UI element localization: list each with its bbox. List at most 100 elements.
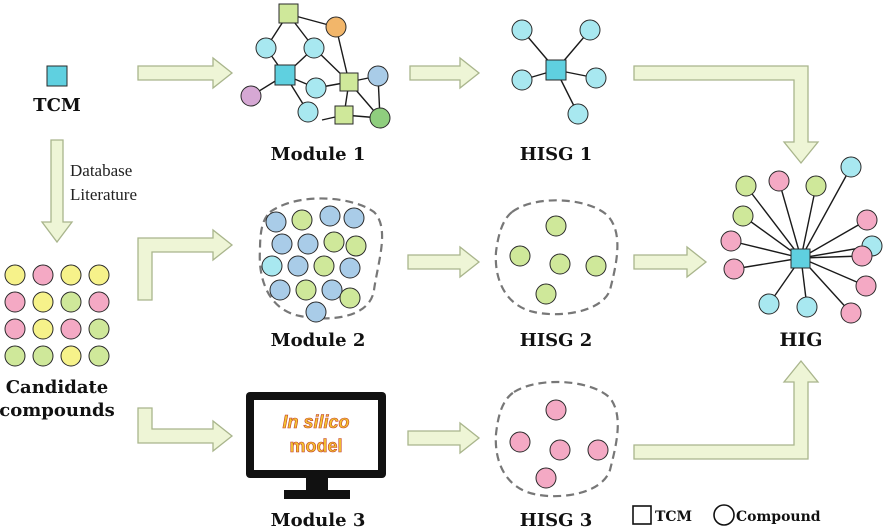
hig-compound-node: [723, 258, 745, 280]
arrow-hisg2-to-hig: [633, 245, 708, 279]
module2-compound-node: [323, 231, 345, 253]
hisg2-compound-node: [585, 255, 607, 277]
hisg1-compound-node: [511, 19, 533, 41]
hisg3-compound-node: [535, 467, 557, 489]
hig-edge: [733, 257, 802, 270]
candidate-compounds-grid: [4, 264, 110, 367]
hig-compound-node: [840, 156, 862, 178]
hisg3-compound-node: [545, 399, 567, 421]
arrow-hisg1-to-hig: [633, 65, 820, 165]
candidate-compound-node: [4, 318, 26, 340]
module1-tcm-node: [274, 64, 296, 86]
arrow-module1-to-hisg1: [409, 56, 481, 90]
hisg1-tcm-node: [545, 59, 567, 81]
hig-compound-node: [732, 205, 754, 227]
hisg2-compound-node: [549, 253, 571, 275]
hig-compound-node: [768, 170, 790, 192]
module1-compound-node: [255, 37, 277, 59]
module1-tcm-node: [339, 72, 359, 92]
hisg2-compound-node: [545, 215, 567, 237]
module2-compound-node: [343, 207, 365, 229]
legend-square-icon: [632, 505, 652, 525]
hig-edge: [800, 219, 868, 259]
candidate-compound-node: [60, 318, 82, 340]
arrows: [40, 56, 820, 460]
module1-compound-node: [303, 37, 325, 59]
hig-label: HIG: [779, 329, 822, 351]
module2-compound-node: [269, 279, 291, 301]
hig-compound-node: [805, 175, 827, 197]
module2-compound-node: [313, 255, 335, 277]
module1-label: Module 1: [271, 144, 366, 165]
hisg1-compound-node: [585, 67, 607, 89]
module1-network: [240, 3, 391, 129]
candidate-compound-node: [88, 264, 110, 286]
candidate-compound-node: [32, 345, 54, 367]
module2-compound-node: [291, 209, 313, 231]
hisg3-compound-node: [549, 439, 571, 461]
legend: TCM Compound: [632, 504, 821, 526]
module2-compound-node: [345, 235, 367, 257]
literature-label: Literature: [70, 185, 137, 204]
hig-compound-node: [720, 230, 742, 252]
hig-nodes: [720, 156, 883, 324]
hisg1-network: [511, 19, 607, 125]
hisg3-compound-node: [587, 439, 609, 461]
candidate-compound-node: [88, 318, 110, 340]
module2-compound-node: [339, 287, 361, 309]
module1-compound-node: [240, 85, 262, 107]
hig-compound-node: [855, 275, 877, 297]
hig-edge: [800, 185, 817, 259]
candidate-compound-node: [60, 291, 82, 313]
module1-edges: [250, 13, 381, 121]
hig-compound-node: [758, 293, 780, 315]
module2-compound-node: [339, 257, 361, 279]
hisg3-label: HISG 3: [520, 510, 593, 531]
in-silico-text-line2: model: [289, 436, 342, 456]
hisg2-label: HISG 2: [520, 330, 593, 351]
arrow-candidate-to-module3: [137, 407, 234, 453]
hig-compound-node: [735, 175, 757, 197]
candidate-compound-node: [32, 291, 54, 313]
candidate-compound-node: [60, 345, 82, 367]
module2-compound-node: [265, 211, 287, 233]
candidate-compound-node: [60, 264, 82, 286]
hig-tcm-node: [790, 248, 811, 269]
legend-circle-icon: [713, 504, 735, 526]
candidate-compound-node: [32, 264, 54, 286]
hisg2-boundary: [494, 199, 619, 316]
in-silico-text-line1: In silico: [282, 412, 349, 432]
hisg1-compound-node: [579, 19, 601, 41]
arrow-module2-to-hisg2: [407, 245, 481, 279]
hisg3-boundary: [494, 380, 619, 498]
module1-tcm-node: [278, 3, 299, 24]
hisg1-label: HISG 1: [520, 144, 593, 165]
module1-compound-node: [305, 77, 327, 99]
module2-compound-node: [305, 301, 327, 323]
arrow-hisg3-to-hig: [633, 359, 820, 460]
hig-compound-node: [796, 296, 818, 318]
candidate-compound-node: [32, 318, 54, 340]
module2-compound-node: [321, 279, 343, 301]
monitor-neck: [306, 478, 328, 492]
hig-edge: [800, 257, 867, 287]
legend-compound-label: Compound: [736, 509, 821, 525]
candidate-compound-node: [4, 291, 26, 313]
hig-compound-node: [851, 245, 873, 267]
module3-label: Module 3: [271, 510, 366, 531]
module2-label: Module 2: [271, 330, 366, 351]
module2-compound-node: [261, 255, 283, 277]
arrow-module3-to-hisg3: [407, 421, 481, 455]
hisg2-nodes: [509, 215, 607, 305]
module1-compound-node: [367, 65, 389, 87]
candidate-label-line1: Candidate: [6, 377, 109, 398]
module1-compound-node: [297, 101, 319, 123]
candidate-compound-node: [88, 291, 110, 313]
legend-tcm-label: TCM: [655, 509, 692, 525]
module2-compound-node: [271, 233, 293, 255]
database-label: Database: [70, 161, 132, 180]
module2-compound-node: [287, 255, 309, 277]
module1-tcm-node: [334, 105, 354, 125]
candidate-compound-node: [4, 264, 26, 286]
